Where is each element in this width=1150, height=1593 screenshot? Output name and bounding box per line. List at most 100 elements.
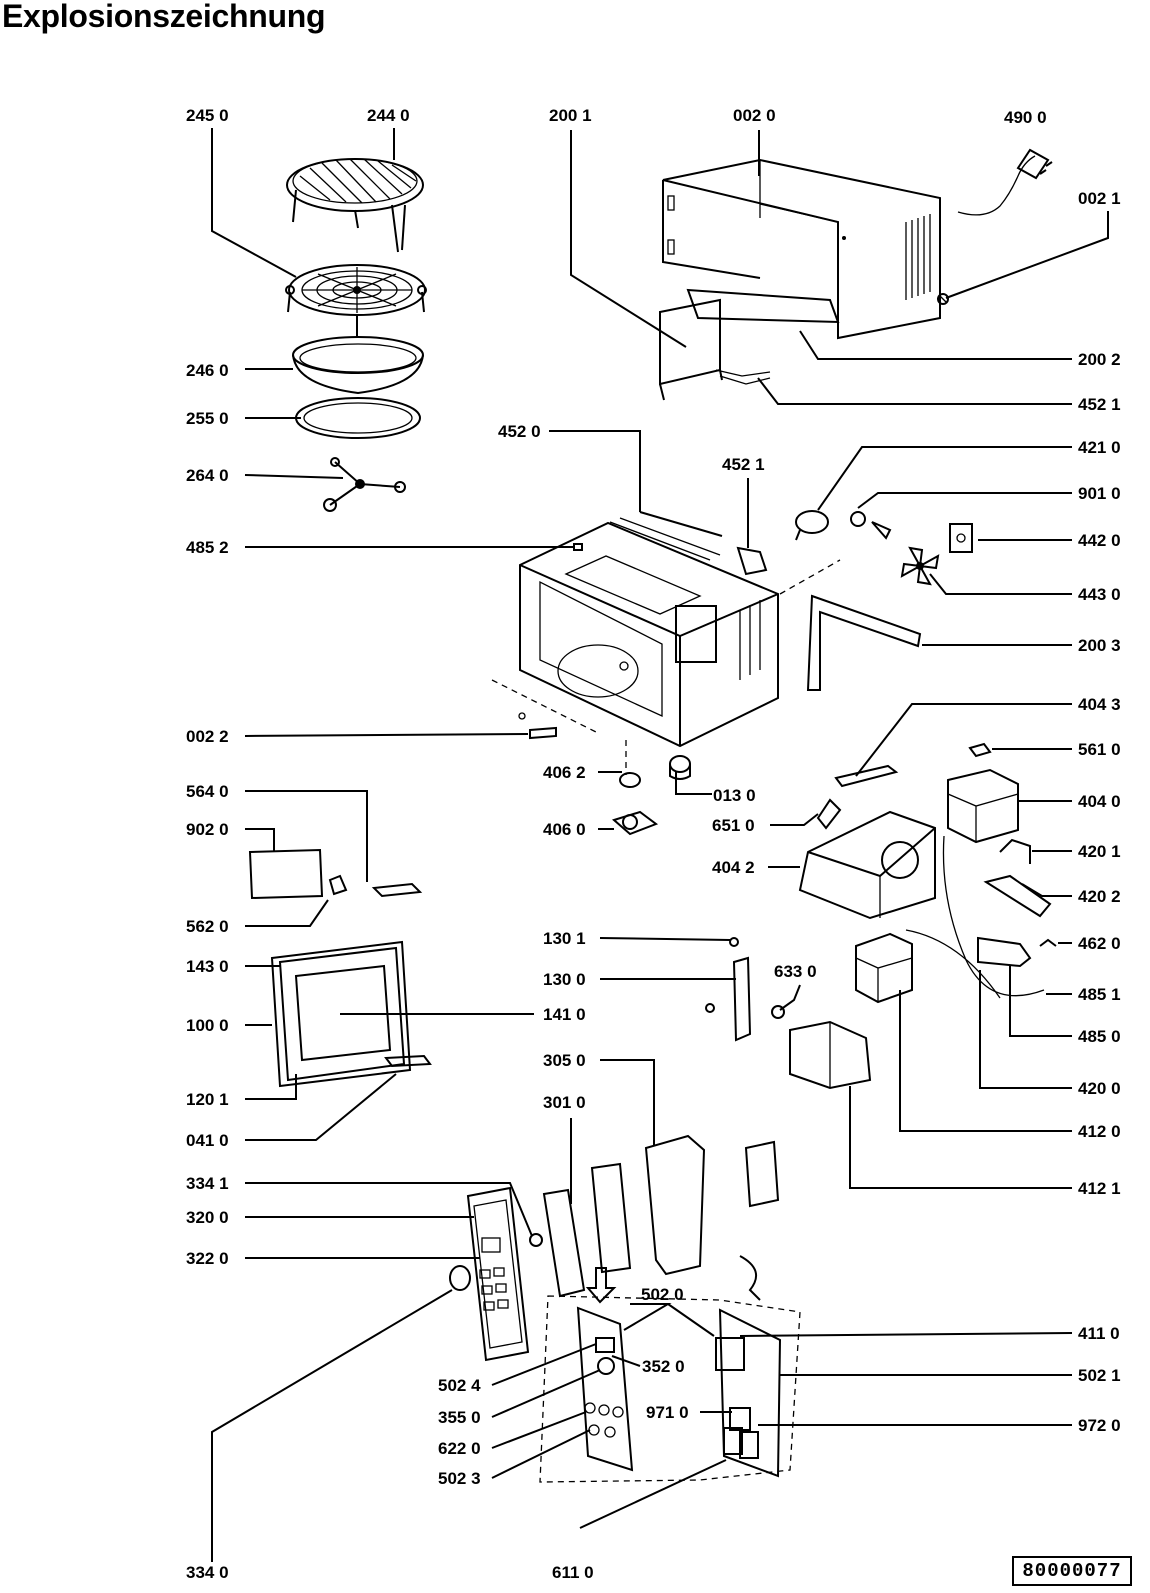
label-502-4: 502 4	[438, 1376, 481, 1395]
main-pcb-part	[539, 1295, 801, 1483]
label-502-1: 502 1	[1078, 1366, 1121, 1385]
label-334-1: 334 1	[186, 1174, 229, 1193]
page-title: Explosionszeichnung	[2, 0, 326, 34]
label-452-0: 452 0	[498, 422, 541, 441]
label-421-0: 421 0	[1078, 438, 1121, 457]
label-485-2: 485 2	[186, 538, 229, 557]
document-number-box: 80000077	[1012, 1556, 1132, 1586]
casing-screw-part	[937, 293, 949, 305]
label-130-1: 130 1	[543, 929, 586, 948]
label-452-1-mid: 452 1	[722, 455, 765, 474]
terminal-part	[573, 543, 583, 551]
bracket-part	[518, 712, 557, 740]
door-switch-part	[705, 937, 785, 1042]
label-633-0: 633 0	[774, 962, 817, 981]
label-902-0: 902 0	[186, 820, 229, 839]
label-002-1: 002 1	[1078, 189, 1121, 208]
waveguide-part	[798, 764, 936, 920]
shield-part	[789, 1020, 872, 1090]
label-406-0: 406 0	[543, 820, 586, 839]
label-322-0: 322 0	[186, 1249, 229, 1268]
label-100-0: 100 0	[186, 1016, 229, 1035]
label-901-0: 901 0	[1078, 484, 1121, 503]
oven-cavity-part	[491, 517, 841, 775]
label-013-0: 013 0	[713, 786, 756, 805]
magnetron-part	[947, 742, 1019, 844]
glass-tray-part	[292, 336, 424, 395]
label-452-1-top: 452 1	[1078, 395, 1121, 414]
label-200-3: 200 3	[1078, 636, 1121, 655]
label-305-0: 305 0	[543, 1051, 586, 1070]
label-245-0: 245 0	[186, 106, 229, 125]
label-264-0: 264 0	[186, 466, 229, 485]
label-972-0: 972 0	[1078, 1416, 1121, 1435]
capacitor-part	[905, 835, 1057, 999]
label-564-0: 564 0	[186, 782, 229, 801]
thermostat-part	[949, 523, 973, 553]
side-rail-part	[806, 594, 922, 691]
label-443-0: 443 0	[1078, 585, 1121, 604]
label-971-0: 971 0	[646, 1403, 689, 1422]
label-002-0: 002 0	[733, 106, 776, 125]
label-502-0: 502 0	[641, 1285, 684, 1304]
label-002-2: 002 2	[186, 727, 229, 746]
label-611-0: 611 0	[552, 1563, 594, 1582]
label-404-0: 404 0	[1078, 792, 1121, 811]
label-404-3: 404 3	[1078, 695, 1121, 714]
label-412-1: 412 1	[1078, 1179, 1121, 1198]
label-490-0: 490 0	[1004, 108, 1047, 127]
label-352-0: 352 0	[642, 1357, 685, 1376]
outer-casing-part	[662, 158, 941, 340]
part-labels: 245 0 244 0 200 1 002 0 490 0 002 1 246 …	[186, 106, 1121, 1582]
turntable-motor-part	[611, 772, 659, 836]
label-420-1: 420 1	[1078, 842, 1121, 861]
wire-grill-part	[286, 158, 424, 253]
power-cord-part	[957, 148, 1053, 216]
label-485-0: 485 0	[1078, 1027, 1121, 1046]
label-420-0: 420 0	[1078, 1079, 1121, 1098]
turntable-grill-part	[285, 264, 427, 338]
label-334-0: 334 0	[186, 1563, 229, 1582]
label-485-1: 485 1	[1078, 985, 1121, 1004]
label-411-0: 411 0	[1078, 1324, 1120, 1343]
label-502-3: 502 3	[438, 1469, 481, 1488]
label-141-0: 141 0	[543, 1005, 586, 1024]
lamp-part	[850, 511, 892, 540]
label-420-2: 420 2	[1078, 887, 1121, 906]
roller-ring-part	[295, 397, 421, 439]
door-part	[270, 940, 432, 1088]
label-041-0: 041 0	[186, 1131, 229, 1150]
label-255-0: 255 0	[186, 409, 229, 428]
guide-rod-part	[639, 511, 723, 537]
mounting-bracket-part	[983, 838, 1052, 918]
label-442-0: 442 0	[1078, 531, 1121, 550]
fan-motor-part	[795, 510, 829, 541]
label-200-2: 200 2	[1078, 350, 1121, 369]
label-462-0: 462 0	[1078, 934, 1121, 953]
label-143-0: 143 0	[186, 957, 229, 976]
keypad-part	[542, 1134, 780, 1304]
label-651-0: 651 0	[712, 816, 755, 835]
label-622-0: 622 0	[438, 1439, 481, 1458]
label-412-0: 412 0	[1078, 1122, 1121, 1141]
label-246-0: 246 0	[186, 361, 229, 380]
leader-lines	[211, 128, 1109, 1562]
label-244-0: 244 0	[367, 106, 410, 125]
label-320-0: 320 0	[186, 1208, 229, 1227]
label-406-2: 406 2	[543, 763, 586, 782]
label-562-0: 562 0	[186, 917, 229, 936]
door-latch-part	[248, 848, 423, 900]
transformer-part	[855, 932, 913, 1004]
clip-part	[736, 546, 768, 576]
foot-part	[669, 755, 691, 780]
label-120-1: 120 1	[186, 1090, 229, 1109]
label-301-0: 301 0	[543, 1093, 586, 1112]
label-561-0: 561 0	[1078, 740, 1121, 759]
label-200-1: 200 1	[549, 106, 592, 125]
control-panel-part	[449, 1186, 543, 1362]
label-404-2: 404 2	[712, 858, 755, 877]
fan-blade-part	[900, 546, 940, 586]
label-130-0: 130 0	[543, 970, 586, 989]
label-355-0: 355 0	[438, 1408, 481, 1427]
